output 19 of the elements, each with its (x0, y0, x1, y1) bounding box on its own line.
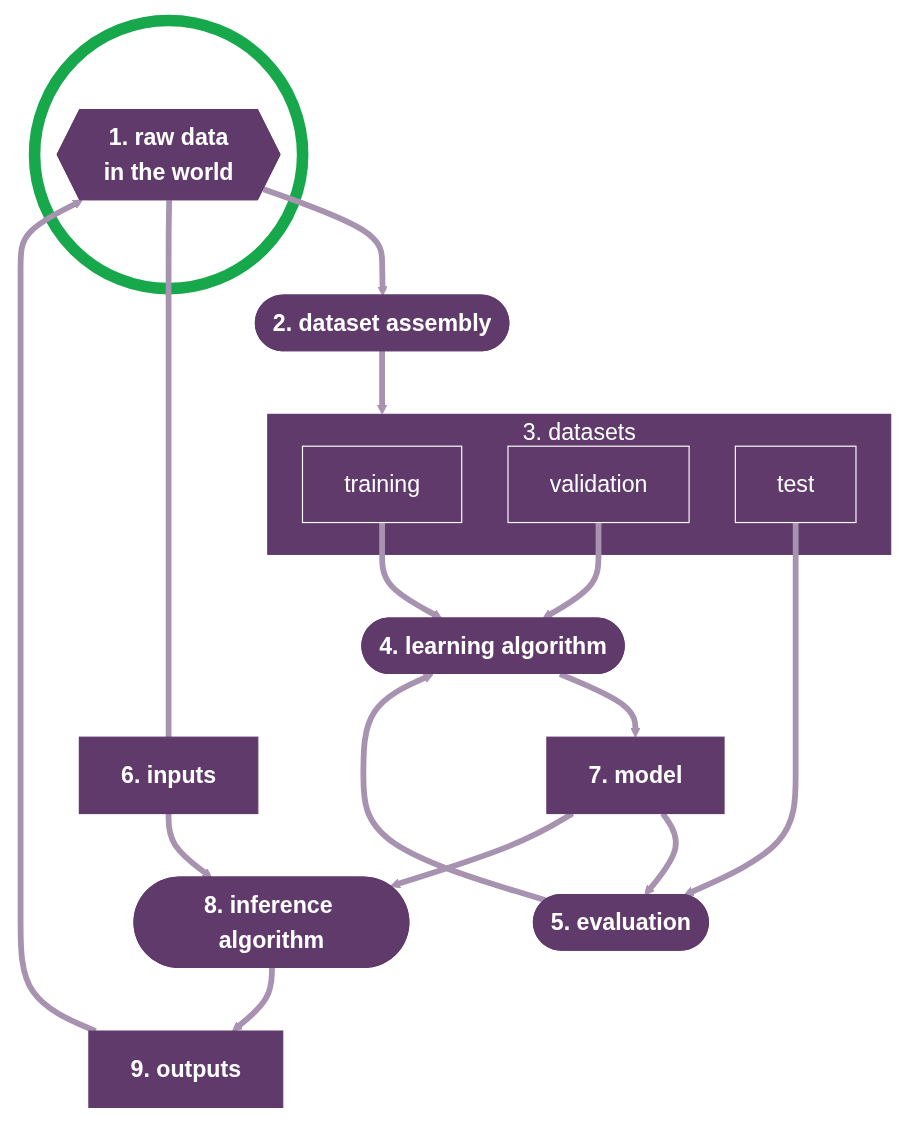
arrow (684, 522, 799, 896)
arrow (377, 350, 388, 415)
arrow (542, 522, 602, 619)
arrow (166, 813, 213, 878)
cluster (267, 413, 892, 555)
node-box (735, 445, 857, 523)
arrow (18, 199, 98, 1034)
node-box (302, 445, 463, 523)
arrow (262, 185, 388, 296)
flowchart-diagram: 3. datasets 1. raw data in the world 2. dataset assembly training validation test 4. learning algorithm 5. evaluation 6. inputs 7. model 8. inference algorithm 9. outputs (9, 8, 903, 1119)
cluster (29, 14, 309, 294)
arrow (360, 672, 547, 903)
node-box (79, 736, 259, 814)
arrow (232, 967, 276, 1031)
node-box (507, 445, 691, 523)
node-box (546, 736, 725, 814)
node-box (88, 1029, 284, 1108)
connector (166, 199, 173, 737)
arrow (379, 522, 443, 619)
